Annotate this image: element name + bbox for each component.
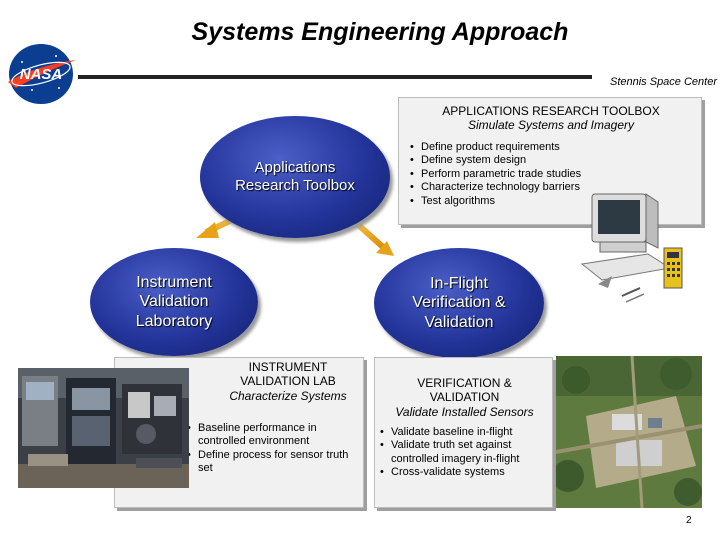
verification-validation-box: VERIFICATION & VALIDATION Validate Insta… xyxy=(374,357,553,508)
list-item: Validate truth set against controlled im… xyxy=(380,439,550,466)
vv-bullet-list: Validate baseline in-flight Validate tru… xyxy=(380,426,550,480)
toolbox-heading: APPLICATIONS RESEARCH TOOLBOX xyxy=(442,104,660,118)
svg-text:NASA: NASA xyxy=(20,66,63,83)
lab-bullet-list: Baseline performance in controlled envir… xyxy=(187,422,357,476)
list-item: Characterize technology barriers xyxy=(410,181,630,195)
list-item: Validate baseline in-flight xyxy=(380,426,550,440)
list-item: Cross-validate systems xyxy=(380,466,550,480)
aerial-photo xyxy=(556,356,702,508)
instrument-validation-lab-ellipse: Instrument Validation Laboratory xyxy=(90,248,258,356)
toolbox-bullet-list: Define product requirements Define syste… xyxy=(410,141,630,208)
list-item: Define process for sensor truth set xyxy=(187,449,357,476)
list-item: Define system design xyxy=(410,154,630,168)
center-label: Stennis Space Center xyxy=(609,76,717,88)
vv-heading: VERIFICATION & VALIDATION xyxy=(417,376,512,405)
nasa-logo: NASA xyxy=(8,44,76,104)
slide-title: Systems Engineering Approach xyxy=(191,18,569,46)
applications-research-toolbox-ellipse: Applications Research Toolbox xyxy=(200,116,390,238)
lab-subheading: Characterize Systems xyxy=(229,388,347,403)
toolbox-subheading: Simulate Systems and Imagery xyxy=(467,118,635,133)
list-item: Test algorithms xyxy=(410,195,630,209)
lab-heading: INSTRUMENT VALIDATION LAB xyxy=(240,360,336,389)
list-item: Perform parametric trade studies xyxy=(410,168,630,182)
list-item: Baseline performance in controlled envir… xyxy=(187,422,357,449)
list-item: Define product requirements xyxy=(410,141,630,155)
header-rule xyxy=(78,75,592,79)
in-flight-vv-ellipse: In-Flight Verification & Validation xyxy=(374,248,544,358)
vv-subheading: Validate Installed Sensors xyxy=(395,404,534,419)
lab-photo xyxy=(18,368,189,488)
computer-workstation-icon xyxy=(580,193,683,303)
page-number: 2 xyxy=(686,515,692,526)
